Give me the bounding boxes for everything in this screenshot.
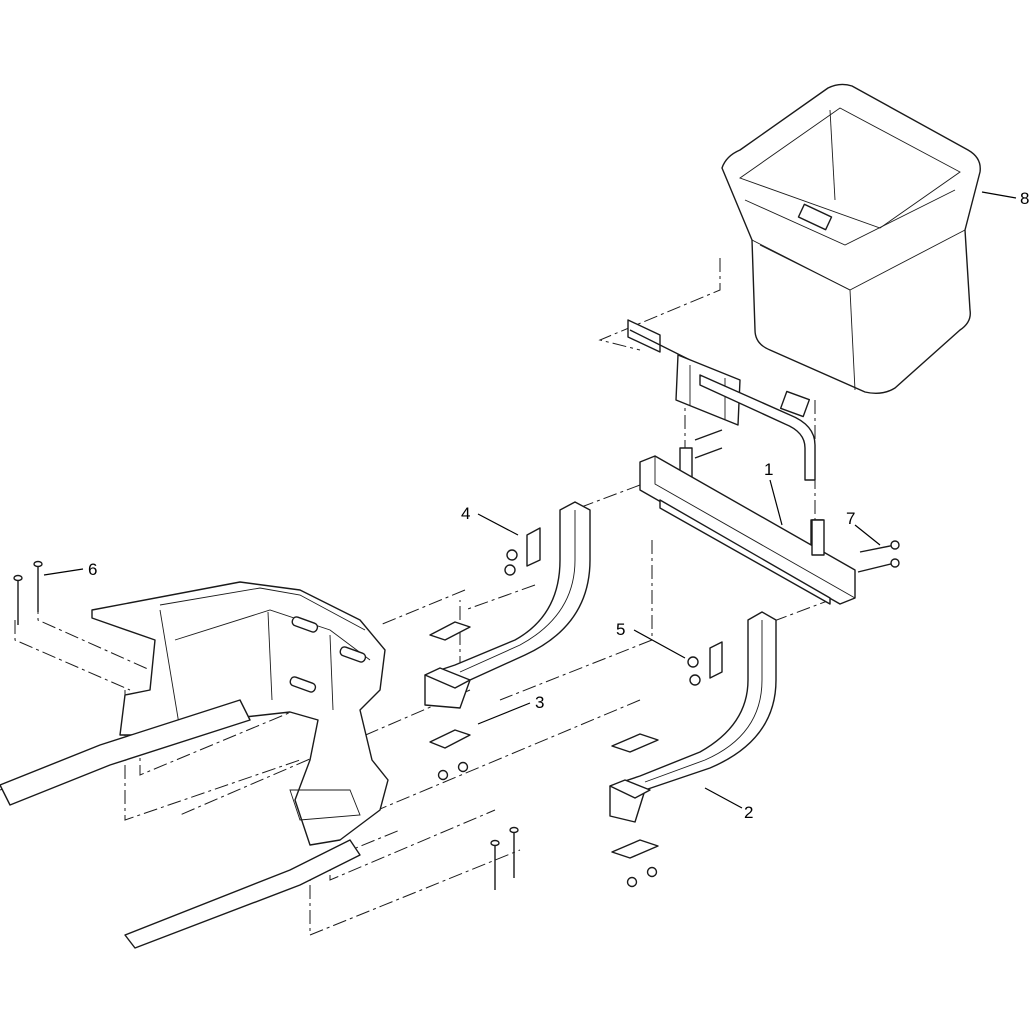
callout-5: 5 <box>616 620 686 659</box>
cross-bar <box>639 455 856 605</box>
callout-7-label: 7 <box>846 509 855 528</box>
bracket-plate-upper <box>504 527 541 576</box>
callout-8-leader <box>981 191 1017 199</box>
callout-3: 3 <box>477 693 544 725</box>
callout-5-leader <box>633 629 686 659</box>
callout-6: 6 <box>43 560 97 579</box>
callout-8-label: 8 <box>1020 189 1029 208</box>
callout-4-label: 4 <box>461 504 470 523</box>
vehicle-rear-frame <box>0 581 389 949</box>
callout-4: 4 <box>461 504 519 536</box>
bracket-plate-lower <box>687 641 723 686</box>
callout-5-label: 5 <box>616 620 625 639</box>
callout-1-leader <box>769 479 783 526</box>
support-arm-right <box>609 611 777 888</box>
callout-3-label: 3 <box>535 693 544 712</box>
pins <box>13 560 519 890</box>
callout-4-leader <box>477 513 519 536</box>
callout-1: 1 <box>764 460 783 526</box>
hopper <box>721 83 981 395</box>
callout-6-label: 6 <box>88 560 97 579</box>
callout-1-label: 1 <box>764 460 773 479</box>
callout-2-leader <box>704 787 743 809</box>
callout-8: 8 <box>981 189 1029 208</box>
callout-2-label: 2 <box>744 803 753 822</box>
bolts <box>857 540 900 573</box>
callout-7-leader <box>854 524 881 546</box>
callout-6-leader <box>43 568 84 576</box>
callout-7: 7 <box>846 509 881 546</box>
callout-2: 2 <box>704 787 753 822</box>
assembly-centerlines <box>0 258 831 941</box>
support-arm-left <box>424 501 591 781</box>
callout-3-leader <box>477 702 531 725</box>
